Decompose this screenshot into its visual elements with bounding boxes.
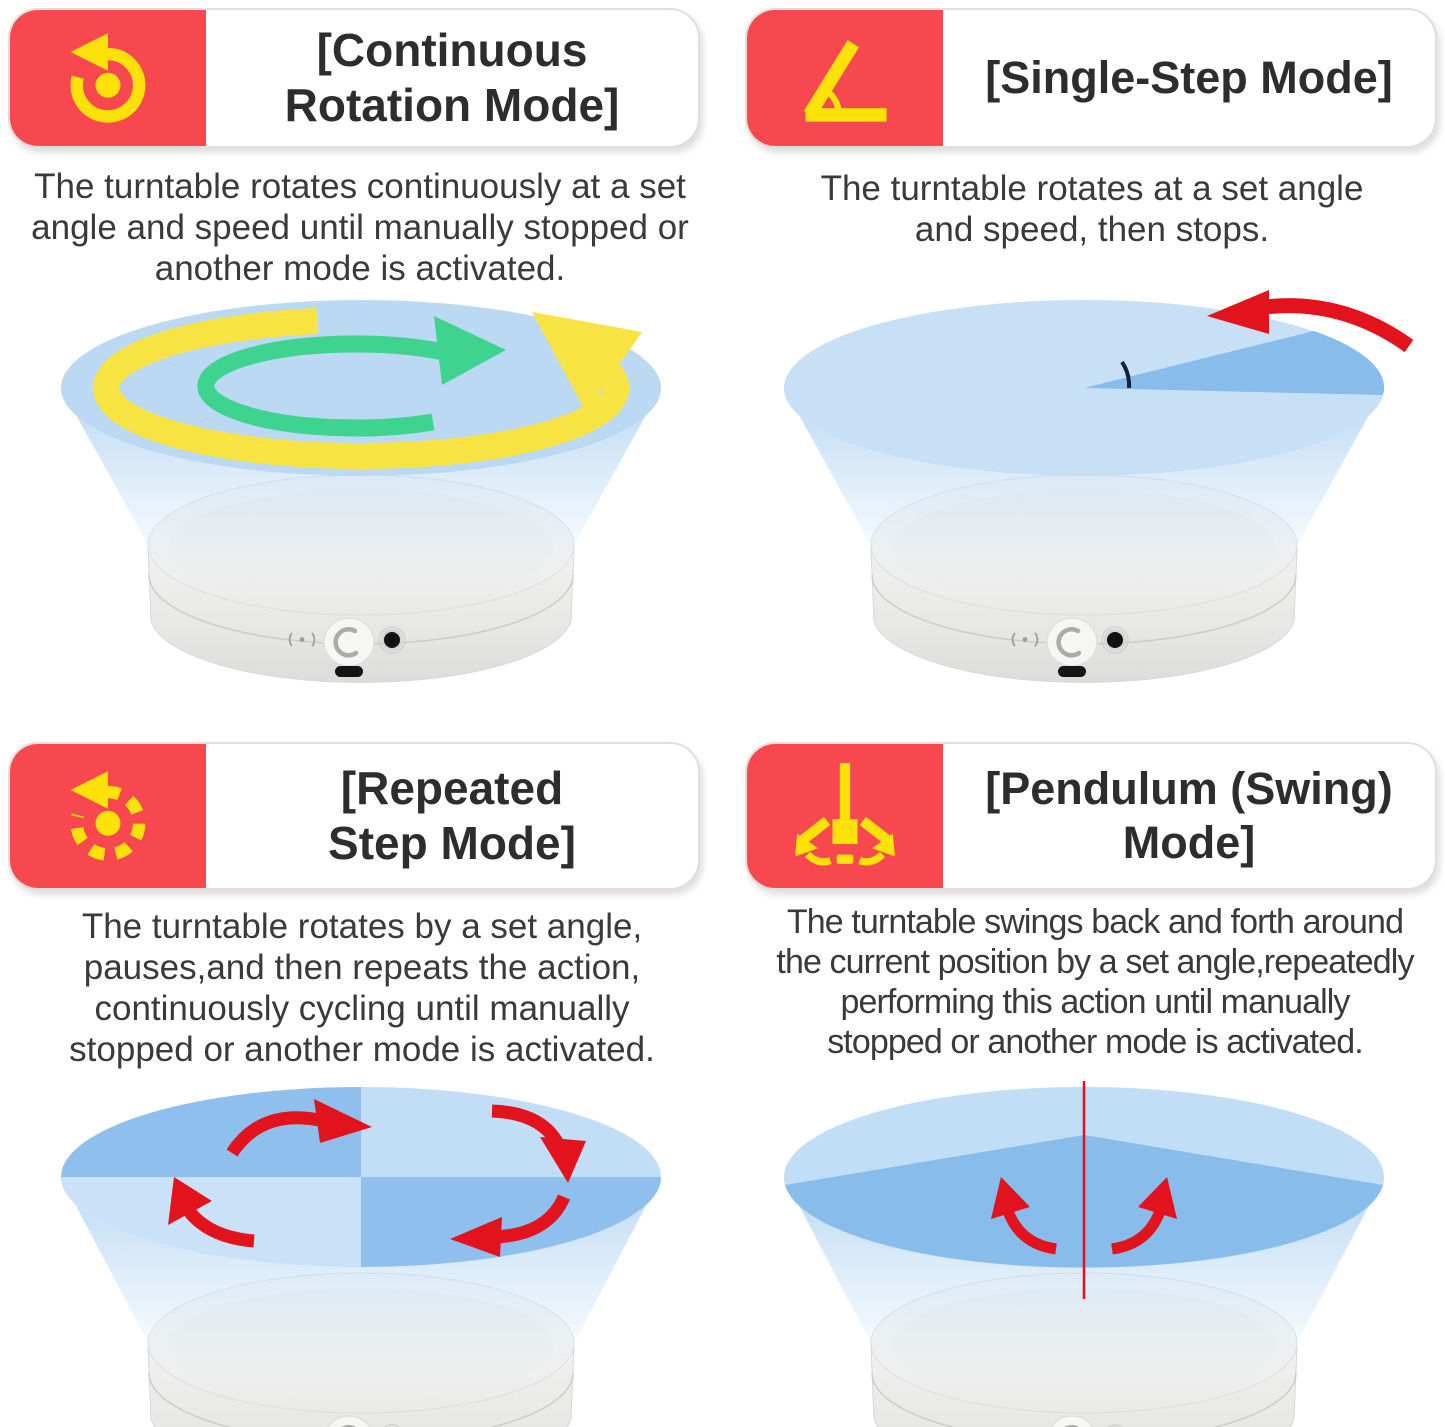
single-step-angle-icon xyxy=(803,40,887,122)
mode-title: [Repeated Step Mode] xyxy=(206,744,698,888)
description-line: stopped or another mode is activated. xyxy=(827,1023,1364,1061)
title-line: [Single-Step Mode] xyxy=(985,52,1393,103)
mode-badge: [Single-Step Mode] xyxy=(745,8,1437,148)
mode-badge: [Repeated Step Mode] xyxy=(8,742,700,890)
pendulum-swing-icon xyxy=(795,762,895,866)
continuous-rotation-icon xyxy=(70,33,146,123)
description-line: continuously cycling until manually xyxy=(94,989,630,1028)
title-line: [Pendulum (Swing) xyxy=(985,763,1393,814)
mode-badge: [Continuous Rotation Mode] xyxy=(8,8,700,148)
description-line: The turntable swings back and forth arou… xyxy=(786,903,1404,941)
badge-icon-panel xyxy=(10,744,206,888)
description-line: stopped or another mode is activated. xyxy=(69,1030,655,1069)
repeated-step-icon xyxy=(70,771,146,861)
title-line: Mode] xyxy=(1122,817,1256,868)
description-line: the current position by a set angle,repe… xyxy=(776,943,1414,981)
description-line: angle and speed until manually stopped o… xyxy=(31,208,689,247)
description-line: pauses,and then repeats the action, xyxy=(83,948,641,987)
badge-icon-panel xyxy=(747,10,943,146)
turntable-illustration-continuous xyxy=(61,300,661,708)
mode-title: [Continuous Rotation Mode] xyxy=(206,10,698,146)
mode-description: The turntable rotates by a set angle, pa… xyxy=(12,906,712,1070)
mode-description: The turntable rotates continuously at a … xyxy=(12,166,708,289)
title-line: Step Mode] xyxy=(328,817,576,869)
title-line: Rotation Mode] xyxy=(284,79,620,131)
description-line: another mode is activated. xyxy=(154,249,566,288)
mode-description: The turntable swings back and forth arou… xyxy=(745,902,1445,1062)
description-line: performing this action until manually xyxy=(840,983,1350,1021)
turntable-illustration-pendulum xyxy=(784,1081,1384,1427)
mode-title: [Single-Step Mode] xyxy=(943,10,1435,146)
description-line: and speed, then stops. xyxy=(914,210,1270,249)
mode-title: [Pendulum (Swing) Mode] xyxy=(943,744,1435,888)
badge-icon-panel xyxy=(10,10,206,146)
turntable-illustration-single-step xyxy=(784,290,1414,708)
mode-badge: [Pendulum (Swing) Mode] xyxy=(745,742,1437,890)
description-line: The turntable rotates by a set angle, xyxy=(81,907,643,946)
badge-icon-panel xyxy=(747,744,943,888)
title-line: [Repeated xyxy=(340,761,564,814)
description-line: The turntable rotates continuously at a … xyxy=(34,167,686,206)
title-line: [Continuous xyxy=(316,23,588,76)
description-line: The turntable rotates at a set angle xyxy=(820,169,1364,208)
turntable-illustration-repeated-step xyxy=(61,1087,661,1427)
mode-description: The turntable rotates at a set angle and… xyxy=(748,168,1436,250)
